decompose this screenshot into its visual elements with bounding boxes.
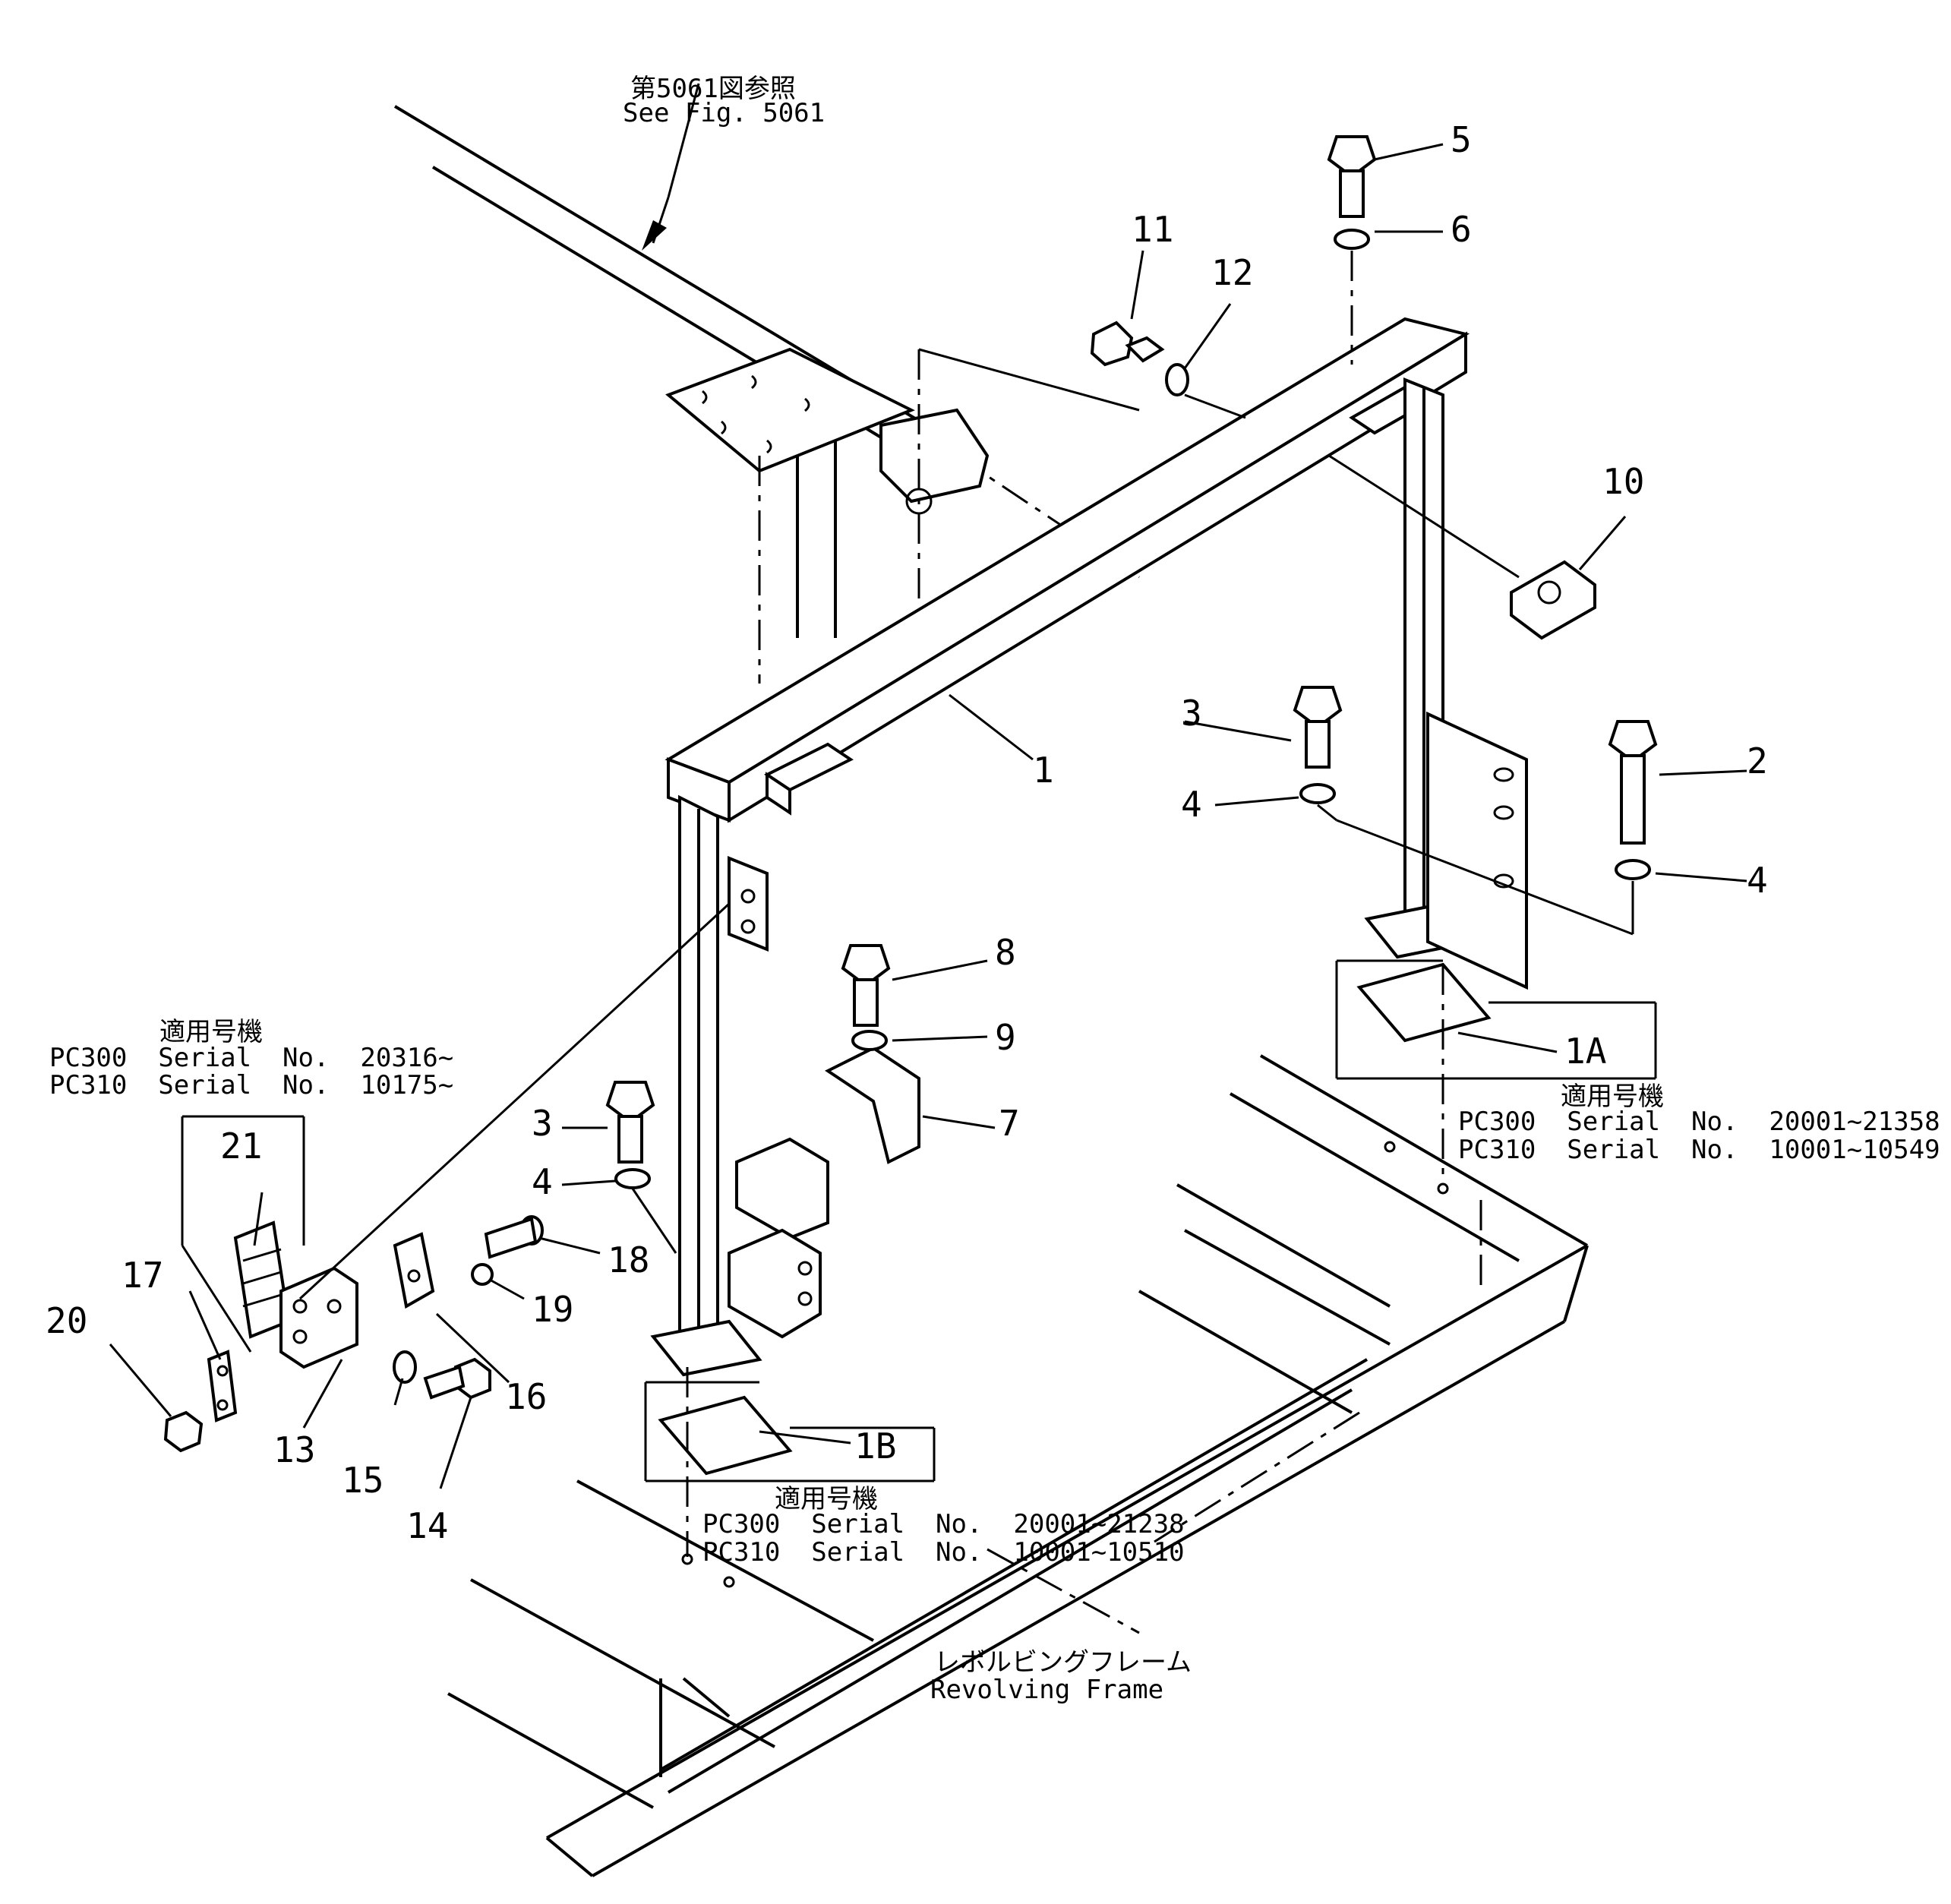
bracket-part-10 <box>1510 560 1596 640</box>
bolt-part-18 <box>484 1215 544 1259</box>
plate-part-17 <box>207 1350 238 1422</box>
callout-11: 11 <box>1132 209 1173 250</box>
applicability-line: PC300 Serial No. 20316~ <box>49 1043 453 1073</box>
revolving-frame-en-label: Revolving Frame <box>930 1675 1163 1705</box>
bolt-part-11 <box>1090 320 1165 367</box>
bolt-part-2 <box>1608 720 1658 845</box>
callout-4-right-b: 4 <box>1747 860 1768 901</box>
bracket-part-13 <box>279 1266 358 1369</box>
plate-part-21 <box>233 1220 291 1339</box>
callout-8: 8 <box>995 932 1016 973</box>
bracket-part-7 <box>728 1046 920 1339</box>
callout-1B: 1B <box>854 1426 896 1467</box>
washer-part-4-right-a <box>1299 783 1336 804</box>
leader-lines <box>109 83 1747 1489</box>
upper-frame-drawing <box>393 105 1140 684</box>
callout-9: 9 <box>995 1017 1016 1058</box>
revolving-frame-jp-label: レボルビングフレーム <box>934 1647 1192 1678</box>
callout-21: 21 <box>220 1126 262 1167</box>
bolt-part-3-left <box>605 1081 655 1164</box>
shim-part-1A <box>1335 959 1657 1080</box>
applicability-top-left: 適用号機 PC300 Serial No. 20316~ PC310 Seria… <box>49 1017 453 1100</box>
bolt-part-14 <box>423 1357 491 1400</box>
callout-1A: 1A <box>1564 1031 1606 1072</box>
reference-labels: 第5061図参照 See Fig. 5061 レボルビングフレーム Revolv… <box>623 74 1192 1705</box>
callout-5: 5 <box>1451 119 1472 160</box>
washer-part-4-right-b <box>1615 859 1651 880</box>
applicability-right: 適用号機 PC300 Serial No. 20001~21358 PC310 … <box>1458 1081 1940 1165</box>
callout-2: 2 <box>1747 740 1768 781</box>
shim-part-1B <box>644 1381 936 1482</box>
applicability-bottom: 適用号機 PC300 Serial No. 20001~21238 PC310 … <box>702 1484 1185 1568</box>
see-fig-jp-label: 第5061図参照 <box>630 74 796 104</box>
callout-10: 10 <box>1602 461 1644 502</box>
revolving-frame-drawing <box>447 965 1589 1877</box>
callout-3-right: 3 <box>1181 693 1202 734</box>
callout-3-left: 3 <box>532 1103 553 1144</box>
nut-part-20 <box>163 1410 204 1453</box>
callout-4-left: 4 <box>532 1161 553 1202</box>
see-fig-en-label: See Fig. 5061 <box>623 98 825 128</box>
gate-frame-part-1 <box>650 317 1528 1377</box>
callout-14: 14 <box>406 1505 448 1546</box>
callout-1: 1 <box>1033 750 1054 791</box>
applicability-heading: 適用号機 <box>775 1484 878 1514</box>
callout-4-right-a: 4 <box>1181 784 1202 825</box>
applicability-line: PC310 Serial No. 10175~ <box>49 1070 453 1100</box>
applicability-heading: 適用号機 <box>1561 1081 1664 1112</box>
callout-7: 7 <box>999 1103 1020 1144</box>
callout-18: 18 <box>608 1239 649 1280</box>
callout-12: 12 <box>1211 252 1253 293</box>
applicability-line: PC310 Serial No. 10001~10549 <box>1458 1135 1940 1165</box>
washer-part-6 <box>1334 229 1370 250</box>
part-callouts: 5 6 11 12 10 1 3 4 2 4 8 9 7 3 4 1A 1B 2… <box>46 119 1768 1546</box>
clamp-part-16 <box>393 1232 435 1309</box>
applicability-line: PC310 Serial No. 10001~10510 <box>702 1537 1185 1568</box>
callout-15: 15 <box>342 1460 384 1501</box>
washer-part-9 <box>851 1030 888 1051</box>
callout-6: 6 <box>1451 209 1472 250</box>
callout-19: 19 <box>532 1289 573 1330</box>
applicability-line: PC300 Serial No. 20001~21358 <box>1458 1107 1940 1137</box>
washer-part-12 <box>1165 363 1189 396</box>
washer-part-4-left <box>614 1168 651 1189</box>
group-bracket-left <box>181 1115 305 1353</box>
bolt-part-3-right <box>1293 686 1343 769</box>
bolt-part-5 <box>1327 135 1377 218</box>
bolt-part-8 <box>841 944 891 1027</box>
callout-13: 13 <box>273 1429 315 1470</box>
applicability-heading: 適用号機 <box>159 1017 263 1047</box>
callout-16: 16 <box>505 1376 547 1417</box>
callout-20: 20 <box>46 1300 87 1341</box>
lock-washer-part-19 <box>471 1263 494 1286</box>
callout-17: 17 <box>122 1255 163 1296</box>
applicability-line: PC300 Serial No. 20001~21238 <box>702 1509 1185 1539</box>
washer-part-15 <box>393 1350 417 1384</box>
